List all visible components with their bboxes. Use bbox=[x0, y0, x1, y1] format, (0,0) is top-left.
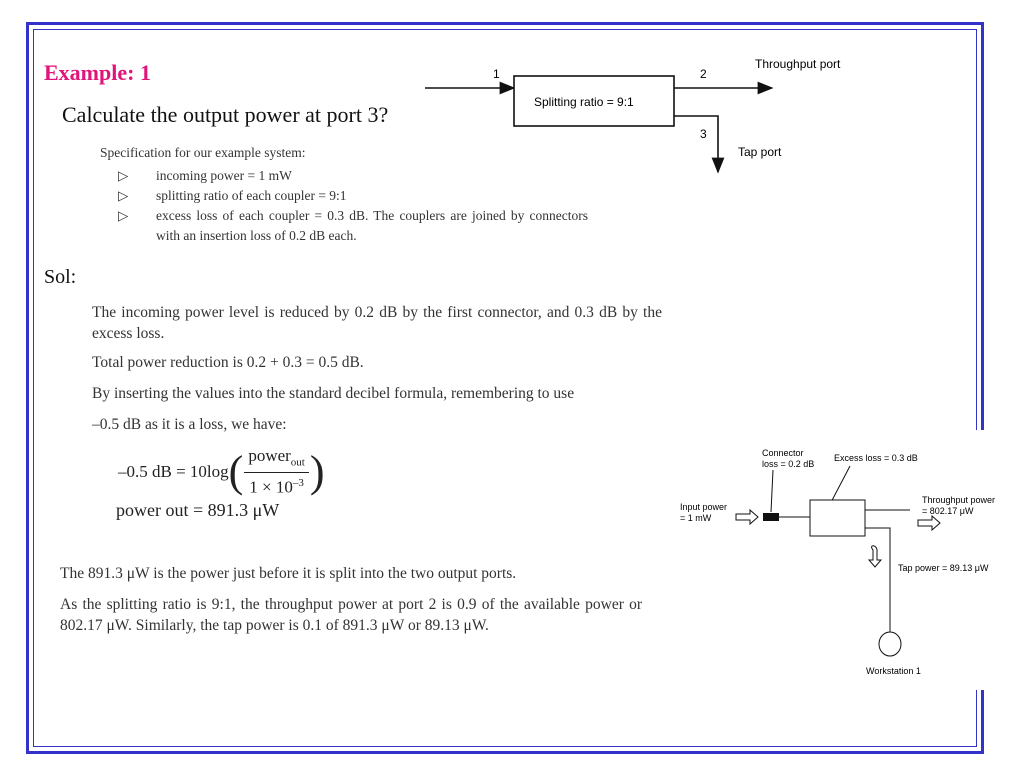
spec-list: ▷ incoming power = 1 mW ▷ splitting ratio … bbox=[118, 166, 588, 246]
triangle-bullet-icon: ▷ bbox=[118, 208, 129, 223]
workstation-label: Workstation 1 bbox=[866, 666, 921, 676]
numerator-subscript: out bbox=[290, 456, 305, 469]
conclusion-paragraph: As the splitting ratio is 9:1, the throu… bbox=[60, 596, 642, 634]
conclusion-paragraph: The 891.3 μW is the power just before it… bbox=[60, 565, 517, 582]
input-power-label-line1: Input power bbox=[680, 502, 727, 512]
denominator-text: 1 × 10 bbox=[249, 478, 293, 498]
spec-item: ▷ excess loss of each coupler = 0.3 dB. T… bbox=[118, 206, 588, 246]
coupler-diagram: 1 2 3 Splitting ratio = 9:1 Throughput p… bbox=[425, 57, 841, 174]
spec-item-text: excess loss of each coupler = 0.3 dB. Th… bbox=[156, 208, 588, 243]
tap-hollow-arrow-icon bbox=[867, 545, 883, 568]
triangle-bullet-icon: ▷ bbox=[118, 168, 129, 183]
coupler-box-label: Splitting ratio = 9:1 bbox=[534, 95, 634, 109]
workstation-icon bbox=[878, 631, 902, 657]
input-power-label-line2: = 1 mW bbox=[680, 513, 712, 523]
spec-heading: Specification for our example system: bbox=[100, 145, 306, 160]
throughput-power-label-line1: Throughput power bbox=[922, 495, 995, 505]
formula-lhs: –0.5 dB = 10log bbox=[118, 462, 229, 482]
solution-paragraph: Total power reduction is 0.2 + 0.3 = 0.5… bbox=[92, 354, 364, 371]
numerator-text: power bbox=[248, 446, 291, 465]
decibel-formula: –0.5 dB = 10log ( powerout 1 × 10–3 ) bbox=[118, 446, 325, 498]
port-2-label: 2 bbox=[700, 67, 707, 81]
power-out-result: power out = 891.3 μW bbox=[116, 500, 280, 520]
slide-title: Example: 1 bbox=[44, 60, 151, 85]
network-diagram: Connector loss = 0.2 dB Excess loss = 0.… bbox=[680, 448, 995, 676]
formula-paren-right: ) bbox=[309, 447, 325, 497]
spec-item-text: incoming power = 1 mW bbox=[156, 168, 292, 183]
throughput-port-label: Throughput port bbox=[755, 57, 841, 71]
solution-paragraph: –0.5 dB as it is a loss, we have: bbox=[92, 416, 287, 433]
tap-fiber-line bbox=[865, 527, 891, 636]
tap-power-label: Tap power = 89.13 μW bbox=[898, 563, 989, 573]
slide-frame-outer bbox=[26, 22, 984, 754]
slide-frame-inner bbox=[33, 29, 977, 747]
question-text: Calculate the output power at port 3? bbox=[62, 102, 389, 127]
connector-label-line1: Connector bbox=[762, 448, 804, 458]
throughput-hollow-arrow-icon bbox=[917, 514, 941, 532]
connector-label-line2: loss = 0.2 dB bbox=[762, 459, 814, 469]
tap-port-label: Tap port bbox=[738, 145, 782, 159]
connector-leader-line bbox=[770, 469, 774, 513]
formula-fraction: powerout 1 × 10–3 bbox=[244, 446, 309, 498]
port-3-label: 3 bbox=[700, 127, 707, 141]
formula-paren-left: ( bbox=[228, 447, 244, 497]
coupler-box-2 bbox=[809, 499, 866, 537]
coupler-box bbox=[513, 75, 675, 127]
network-diagram-background bbox=[666, 430, 1024, 690]
spec-item: ▷ splitting ratio of each coupler = 9:1 bbox=[118, 186, 588, 206]
excess-loss-label: Excess loss = 0.3 dB bbox=[834, 453, 918, 463]
port-1-label: 1 bbox=[493, 67, 500, 81]
tap-arrow bbox=[674, 115, 725, 174]
triangle-bullet-icon: ▷ bbox=[118, 188, 129, 203]
throughput-power-label-line2: = 802.17 μW bbox=[922, 506, 974, 516]
spec-item: ▷ incoming power = 1 mW bbox=[118, 166, 588, 186]
connector-block bbox=[763, 513, 779, 521]
solution-paragraph: By inserting the values into the standar… bbox=[92, 385, 575, 402]
solution-paragraph: The incoming power level is reduced by 0… bbox=[92, 304, 662, 342]
input-hollow-arrow-icon bbox=[735, 508, 759, 526]
spec-item-text: splitting ratio of each coupler = 9:1 bbox=[156, 188, 347, 203]
formula-numerator: powerout bbox=[244, 446, 309, 474]
formula-denominator: 1 × 10–3 bbox=[245, 473, 308, 498]
sol-label: Sol: bbox=[44, 266, 77, 288]
denominator-superscript: –3 bbox=[292, 477, 304, 490]
